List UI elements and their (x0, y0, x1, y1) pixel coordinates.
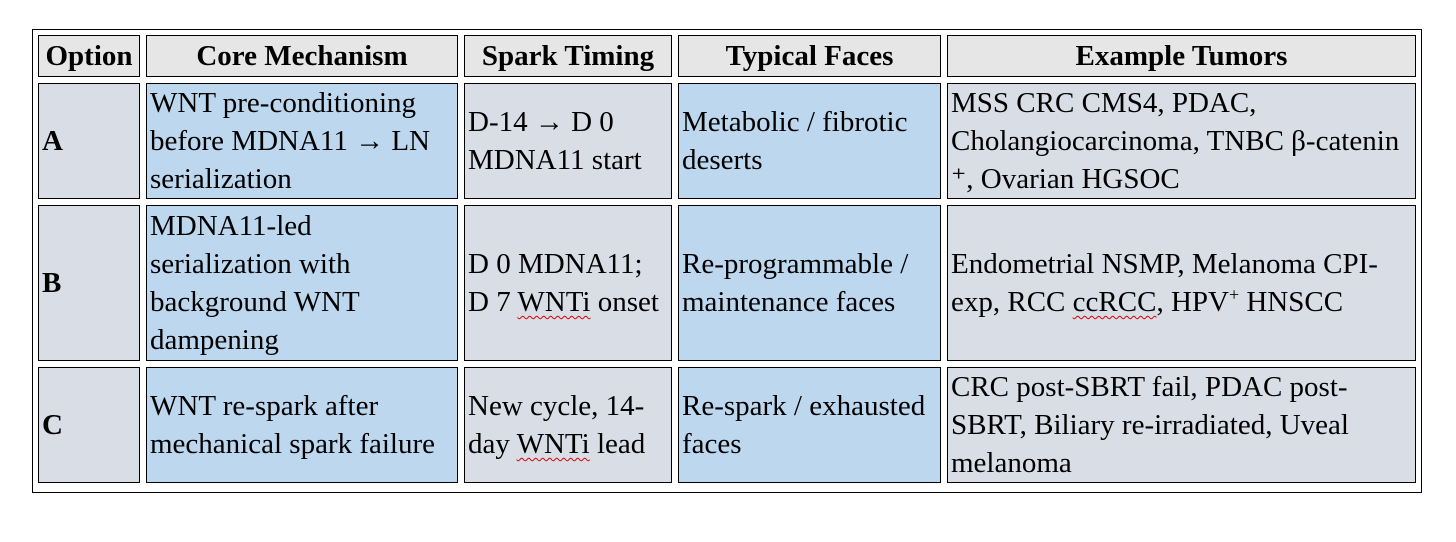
superscript-plus: + (1228, 284, 1240, 305)
tumors-cell: CRC post-SBRT fail, PDAC post-SBRT, Bili… (947, 367, 1416, 483)
header-example-tumors: Example Tumors (947, 35, 1416, 77)
timing-cell: D 0 MDNA11; D 7 WNTi onset (464, 205, 672, 361)
option-cell: A (38, 83, 140, 199)
mechanism-cell: WNT re-spark after mechanical spark fail… (146, 367, 458, 483)
table-row: A WNT pre-conditioning before MDNA11 → L… (38, 83, 1416, 199)
timing-text: D 0 MDNA11; D 7 (468, 248, 643, 318)
table-row: B MDNA11-led serialization with backgrou… (38, 205, 1416, 361)
mechanism-cell: WNT pre-conditioning before MDNA11 → LN … (146, 83, 458, 199)
option-cell: C (38, 367, 140, 483)
timing-cell: New cycle, 14-day WNTi lead (464, 367, 672, 483)
table-frame: Option Core Mechanism Spark Timing Typic… (32, 29, 1422, 493)
header-typical-faces: Typical Faces (678, 35, 941, 77)
header-spark-timing: Spark Timing (464, 35, 672, 77)
faces-cell: Re-spark / exhausted faces (678, 367, 941, 483)
option-cell: B (38, 205, 140, 361)
faces-cell: Metabolic / fibrotic deserts (678, 83, 941, 199)
options-table: Option Core Mechanism Spark Timing Typic… (32, 29, 1422, 489)
spellcheck-word: WNTi (517, 286, 591, 318)
header-row: Option Core Mechanism Spark Timing Typic… (38, 35, 1416, 77)
spellcheck-word: WNTi (516, 428, 590, 460)
tumors-cell: Endometrial NSMP, Melanoma CPI-exp, RCC … (947, 205, 1416, 361)
faces-cell: Re-programmable / maintenance faces (678, 205, 941, 361)
table-row: C WNT re-spark after mechanical spark fa… (38, 367, 1416, 483)
spellcheck-word: ccRCC (1072, 286, 1157, 318)
mechanism-cell: MDNA11-led serialization with background… (146, 205, 458, 361)
tumors-text: , HPV (1156, 286, 1229, 318)
timing-cell: D-14 → D 0 MDNA11 start (464, 83, 672, 199)
tumors-text: HNSCC (1239, 286, 1344, 318)
timing-text: lead (589, 428, 646, 460)
tumors-cell: MSS CRC CMS4, PDAC, Cholangiocarcinoma, … (947, 83, 1416, 199)
timing-text: onset (590, 286, 659, 318)
header-core-mechanism: Core Mechanism (146, 35, 458, 77)
tumors-text: Endometrial NSMP, Melanoma CPI-exp, RCC (951, 248, 1378, 318)
header-option: Option (38, 35, 140, 77)
timing-text: New cycle, 14-day (468, 390, 645, 460)
